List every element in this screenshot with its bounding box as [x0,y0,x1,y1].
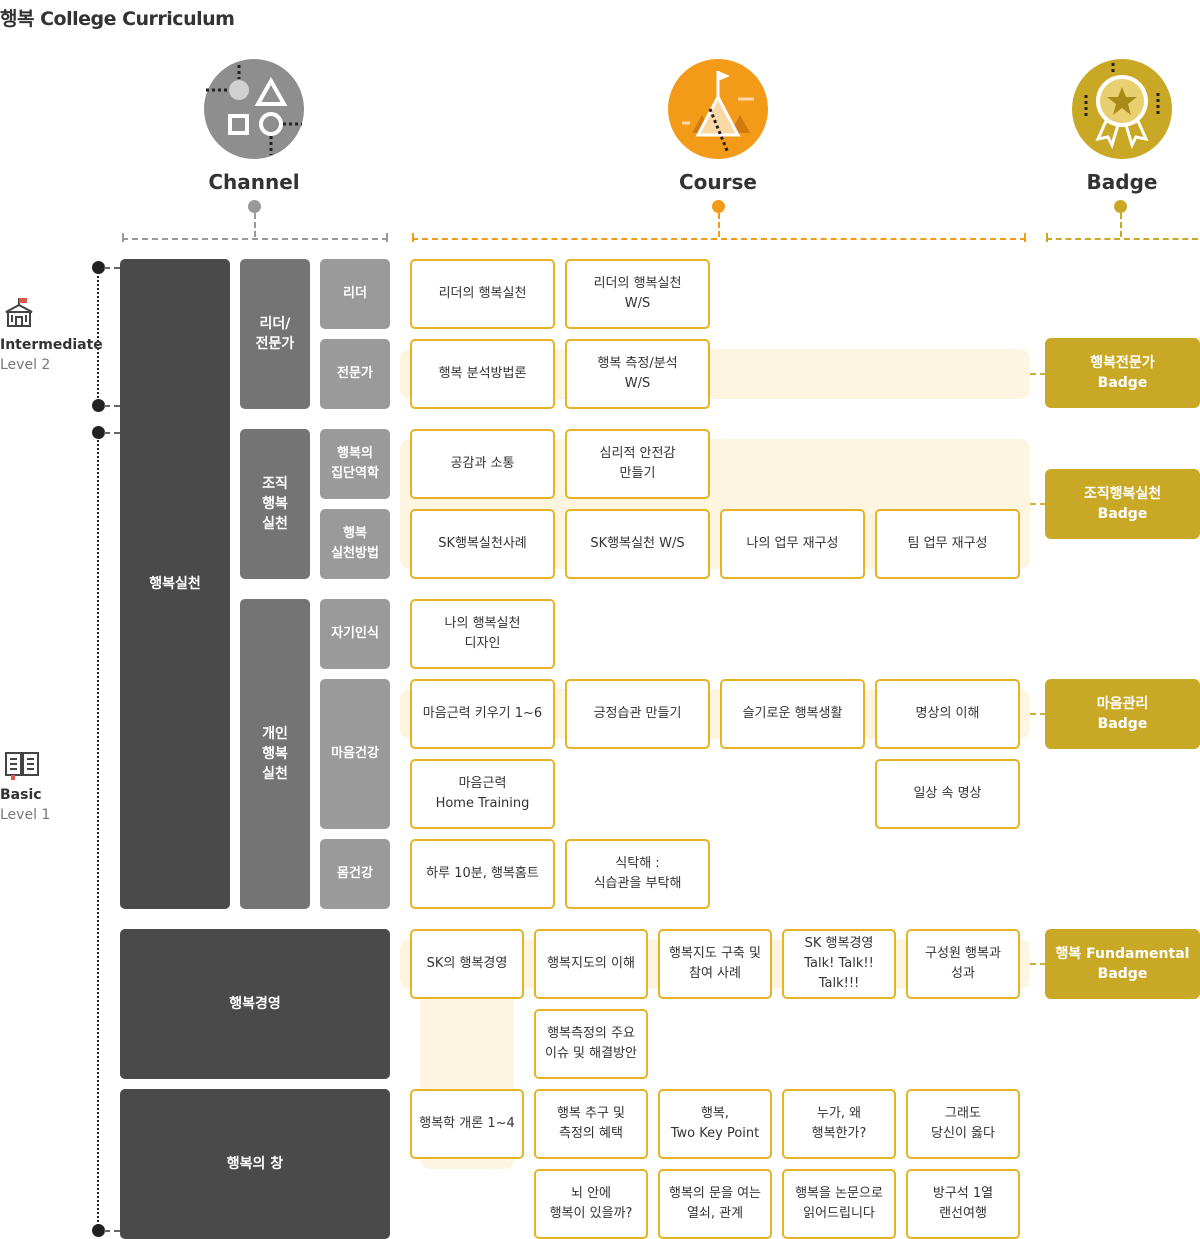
channel-bracket [122,238,388,240]
level-connector [104,405,120,407]
course-box[interactable]: 마음근력 키우기 1~6 [410,679,555,749]
course-box[interactable]: SK행복실천 W/S [565,509,710,579]
badge-connector [1030,373,1046,375]
channel-leader[interactable]: 리더 [320,259,390,329]
channel-personal-practice[interactable]: 개인 행복 실천 [240,599,310,909]
course-box[interactable]: 행복, Two Key Point [658,1089,772,1159]
badge-fundamental[interactable]: 행복 Fundamental Badge [1045,929,1200,999]
course-box[interactable]: SK의 행복경영 [410,929,524,999]
course-box[interactable]: 행복 추구 및 측정의 혜택 [534,1089,648,1159]
course-box[interactable]: 행복지도 구축 및 참여 사례 [658,929,772,999]
channel-body-health[interactable]: 몸건강 [320,839,390,909]
level-number: Level 2 [0,357,51,373]
course-box[interactable]: 행복지도의 이해 [534,929,648,999]
course-box[interactable]: 명상의 이해 [875,679,1020,749]
course-box[interactable]: 구성원 행복과 성과 [906,929,1020,999]
level-connector [104,267,120,269]
course-dot [712,200,725,213]
badge-stem [1120,213,1122,237]
building-icon [3,296,35,328]
channel-expert[interactable]: 전문가 [320,339,390,409]
course-box[interactable]: 일상 속 명상 [875,759,1020,829]
course-box[interactable]: 마음근력 Home Training [410,759,555,829]
badge-bracket-left [1046,233,1048,242]
channel-column-label: Channel [208,170,300,194]
course-box[interactable]: 행복학 개론 1~4 [410,1089,524,1159]
course-bracket [412,238,1026,240]
medal-star-icon [1072,59,1172,159]
level-dot [92,399,105,412]
channel-leader-expert[interactable]: 리더/ 전문가 [240,259,310,409]
course-box[interactable]: 그래도 당신이 옳다 [906,1089,1020,1159]
badge-org-practice[interactable]: 조직행복실천 Badge [1045,469,1200,539]
badge-column-label: Badge [1086,170,1158,194]
badge-dot [1114,200,1127,213]
course-column-label: Course [679,170,757,194]
level-connector [104,432,120,434]
course-box[interactable]: 뇌 안에 행복이 있을까? [534,1169,648,1239]
course-box[interactable]: 하루 10분, 행복홈트 [410,839,555,909]
course-box[interactable]: 행복 분석방법론 [410,339,555,409]
channel-bracket-left [122,233,124,242]
course-bracket-right [1024,233,1026,242]
course-box[interactable]: 나의 업무 재구성 [720,509,865,579]
course-box[interactable]: 행복 측정/분석 W/S [565,339,710,409]
course-box[interactable]: SK 행복경영 Talk! Talk!! Talk!!! [782,929,896,999]
course-box[interactable]: 나의 행복실천 디자인 [410,599,555,669]
shapes-icon [204,59,304,159]
course-box[interactable]: 행복의 문을 여는 열쇠, 관계 [658,1169,772,1239]
course-box[interactable]: 긍정습관 만들기 [565,679,710,749]
course-bracket-left [412,233,414,242]
channel-happiness-window[interactable]: 행복의 창 [120,1089,390,1239]
page-title: 행복 College Curriculum [0,8,235,30]
course-box[interactable]: SK행복실천사례 [410,509,555,579]
badge-happiness-expert[interactable]: 행복전문가 Badge [1045,338,1200,408]
intermediate-level-label: Intermediate Level 2 [0,335,103,375]
badge-mind-care[interactable]: 마음관리 Badge [1045,679,1200,749]
course-box[interactable]: 팀 업무 재구성 [875,509,1020,579]
level-dot [92,261,105,274]
level-name: Basic [0,787,42,803]
course-stem [718,213,720,237]
level-connector [104,1230,120,1232]
channel-happiness-management[interactable]: 행복경영 [120,929,390,1079]
course-box[interactable]: 리더의 행복실천 W/S [565,259,710,329]
channel-mental-health[interactable]: 마음건강 [320,679,390,829]
course-box[interactable]: 리더의 행복실천 [410,259,555,329]
level-name: Intermediate [0,337,103,353]
course-box[interactable]: 누가, 왜 행복한가? [782,1089,896,1159]
level-dot [92,1224,105,1237]
channel-collective-dynamics[interactable]: 행복의 집단역학 [320,429,390,499]
course-box[interactable]: 슬기로운 행복생활 [720,679,865,749]
channel-dot [248,200,261,213]
badge-connector [1030,963,1046,965]
course-box[interactable]: 심리적 안전감 만들기 [565,429,710,499]
channel-stem [254,213,256,237]
course-box[interactable]: 행복을 논문으로 읽어드립니다 [782,1169,896,1239]
channel-happiness-practice[interactable]: 행복실천 [120,259,230,909]
level-dot [92,426,105,439]
level-number: Level 1 [0,807,51,823]
channel-bracket-right [386,233,388,242]
channel-self-awareness[interactable]: 자기인식 [320,599,390,669]
basic-level-label: Basic Level 1 [0,785,50,825]
basic-level-line [97,433,99,1230]
mountain-flag-icon [668,59,768,159]
intermediate-level-line [97,268,99,406]
course-box[interactable]: 공감과 소통 [410,429,555,499]
badge-connector [1030,713,1046,715]
channel-org-practice[interactable]: 조직 행복 실천 [240,429,310,579]
badge-bracket [1046,238,1198,240]
course-box[interactable]: 식탁해 : 식습관을 부탁해 [565,839,710,909]
badge-connector [1030,503,1046,505]
channel-practice-method[interactable]: 행복 실천방법 [320,509,390,579]
course-box[interactable]: 행복측정의 주요 이슈 및 해결방안 [534,1009,648,1079]
course-box[interactable]: 방구석 1열 랜선여행 [906,1169,1020,1239]
book-icon [4,750,40,780]
